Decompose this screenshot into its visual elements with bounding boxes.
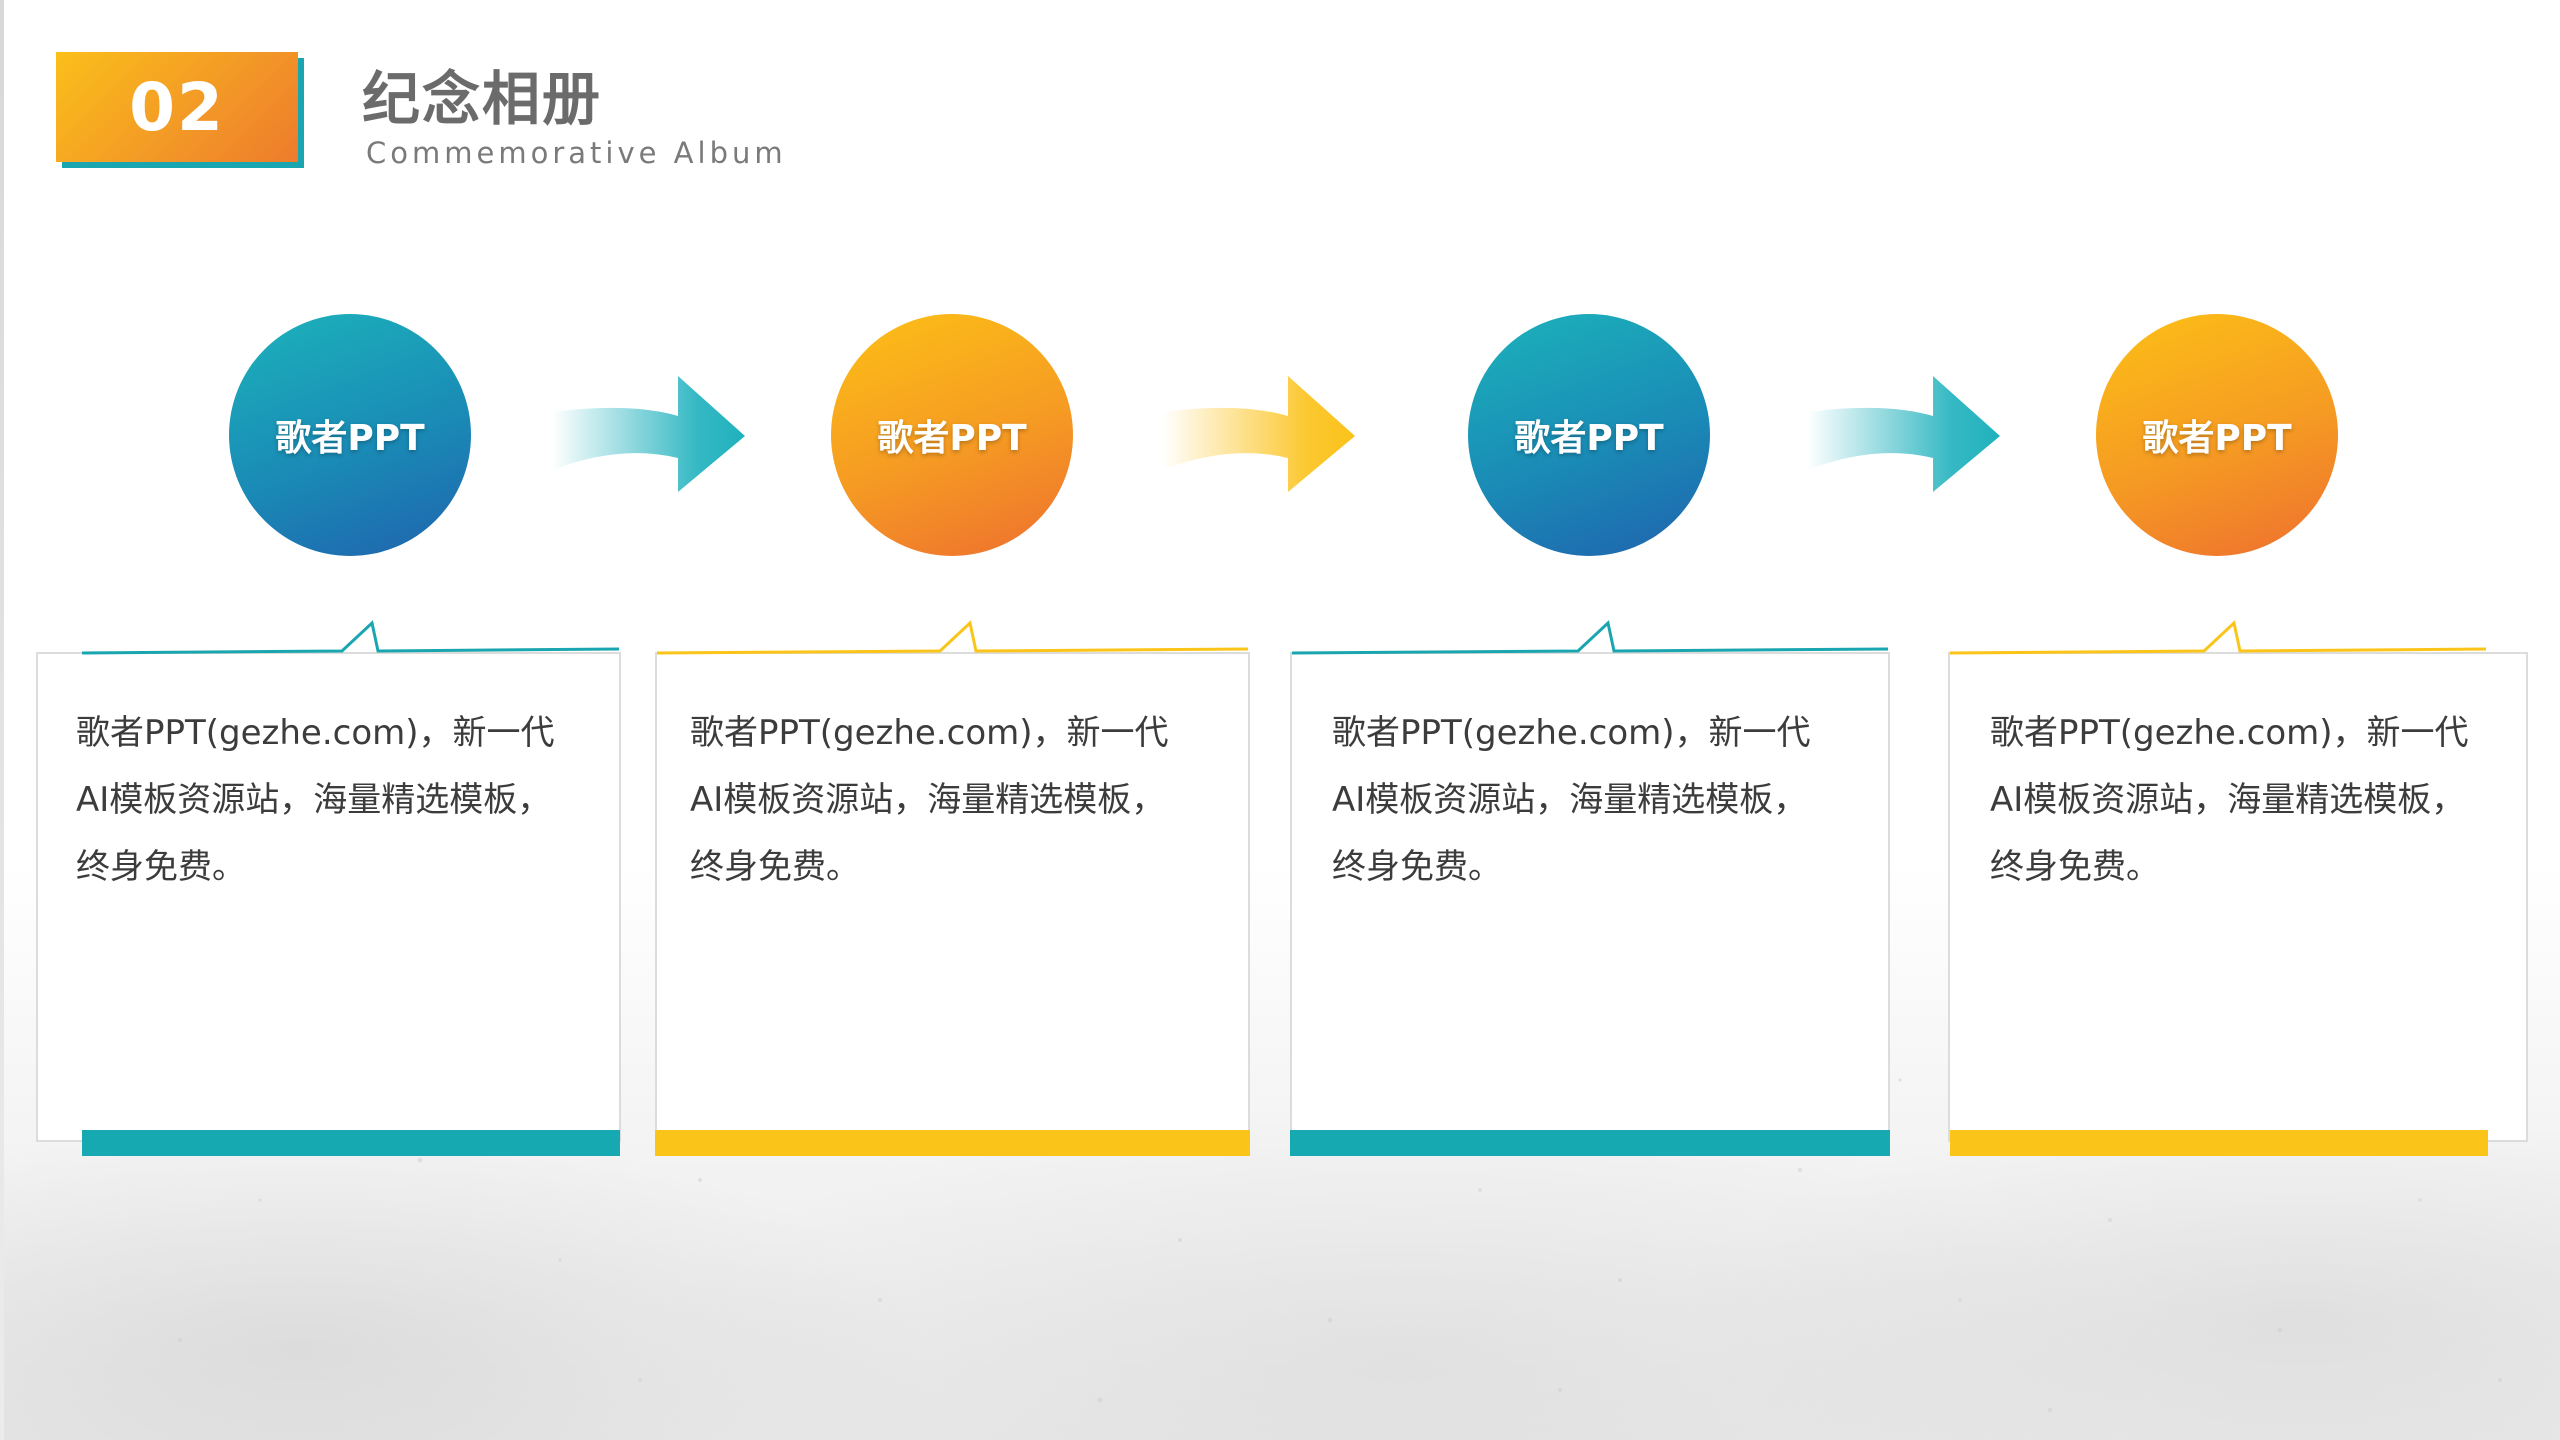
card-bottom-bar-4: [1950, 1130, 2488, 1156]
step-circle-1: 歌者PPT: [229, 314, 471, 556]
card-bottom-bar-1: [82, 1130, 620, 1156]
step-circle-2: 歌者PPT: [831, 314, 1073, 556]
step-card-3: [1290, 652, 1890, 1142]
section-number: 02: [56, 52, 298, 162]
step-card-2: [655, 652, 1250, 1142]
card-pointer-4: [1949, 620, 2487, 655]
card-pointer-3: [1291, 620, 1889, 655]
step-description-2: 歌者PPT(gezhe.com)，新一代 AI模板资源站，海量精选模板， 终身免…: [690, 713, 1169, 887]
arrow-right-icon: [1162, 376, 1355, 492]
card-pointer-1: [81, 620, 620, 655]
page-title: 纪念相册: [362, 65, 603, 133]
step-circle-3: 歌者PPT: [1468, 314, 1710, 556]
step-card-1: [36, 652, 621, 1142]
slide-left-edge: [0, 0, 4, 1440]
step-description-3: 歌者PPT(gezhe.com)，新一代 AI模板资源站，海量精选模板， 终身免…: [1332, 713, 1811, 887]
arrow-right-icon: [1807, 376, 2000, 492]
page-subtitle: Commemorative Album: [366, 136, 787, 170]
step-circle-4: 歌者PPT: [2096, 314, 2338, 556]
arrow-right-icon: [552, 376, 745, 492]
step-description-1: 歌者PPT(gezhe.com)，新一代 AI模板资源站，海量精选模板， 终身免…: [76, 713, 555, 887]
section-number-badge: 02: [56, 52, 304, 168]
card-bottom-bar-2: [655, 1130, 1250, 1156]
card-pointer-2: [656, 620, 1249, 655]
step-description-4: 歌者PPT(gezhe.com)，新一代 AI模板资源站，海量精选模板， 终身免…: [1990, 713, 2469, 887]
card-bottom-bar-3: [1290, 1130, 1890, 1156]
